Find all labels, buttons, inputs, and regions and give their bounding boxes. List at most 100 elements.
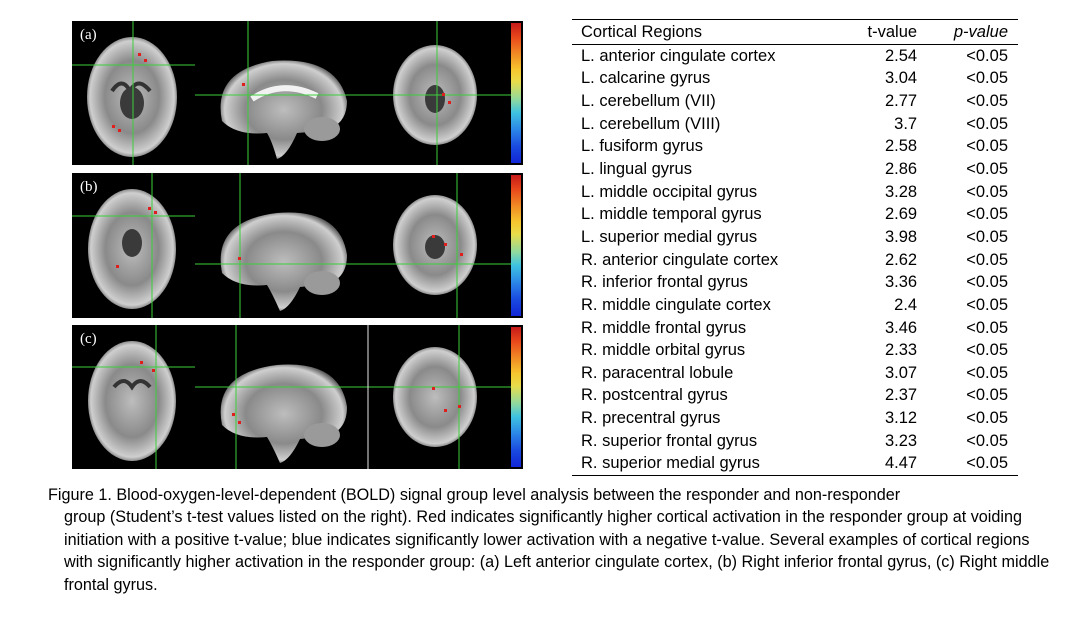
cell-p-value: <0.05 [966,205,1008,224]
cell-t-value: 3.98 [884,227,918,246]
cell-t-value: 3.12 [884,409,918,428]
cell-p-value: <0.05 [966,46,1008,65]
axial-slice [88,341,176,461]
sagittal-slice [220,212,347,311]
sagittal-slice [220,364,347,463]
cell-region: L. cerebellum (VII) [581,92,716,111]
cell-p-value: <0.05 [966,114,1008,133]
cell-p-value: <0.05 [966,295,1008,314]
cell-t-value: 3.36 [884,273,918,292]
caption-rest: group (Student’s t-test values listed on… [64,508,1050,594]
cell-t-value: 2.77 [884,92,918,111]
figure-panel-c: (c) [72,325,523,469]
cell-p-value: <0.05 [966,160,1008,179]
table-row: R. paracentral lobule 3.07 <0.05 [572,362,1018,385]
cell-t-value: 3.07 [884,363,918,382]
table-row: R. inferior frontal gyrus 3.36 <0.05 [572,271,1018,294]
cell-t-value: 2.33 [884,341,918,360]
cell-region: R. middle cingulate cortex [581,295,771,314]
header-t-value: t-value [846,19,934,45]
cell-region: L. calcarine gyrus [581,69,711,88]
cell-region: L. superior medial gyrus [581,227,758,246]
cell-p-value: <0.05 [966,386,1008,405]
header-cortical-regions: Cortical Regions [572,19,847,45]
cell-t-value: 2.62 [884,250,918,269]
cell-p-value: <0.05 [966,92,1008,111]
coronal-slice [393,347,477,447]
cell-region: R. superior medial gyrus [572,452,847,477]
cell-p-value: <0.05 [966,273,1008,292]
cell-p-value: <0.05 [966,69,1008,88]
table-row: R. middle frontal gyrus 3.46 <0.05 [572,317,1018,340]
cell-region: L. cerebellum (VIII) [581,114,721,133]
cell-p-value: <0.05 [966,363,1008,382]
table-row: R. precentral gyrus 3.12 <0.05 [572,407,1018,430]
cell-p-value: <0.05 [966,318,1008,337]
panel-label-b: (b) [80,179,98,195]
cell-t-value: 3.28 [884,182,918,201]
panel-label-a: (a) [80,27,97,43]
table-row: L. fusiform gyrus 2.58 <0.05 [572,136,1018,159]
cell-t-value: 4.47 [846,452,934,477]
figure-caption: Figure 1. Blood-oxygen-level-dependent (… [48,484,1058,596]
table-row: L. superior medial gyrus 3.98 <0.05 [572,226,1018,249]
colorbar-c [511,327,521,467]
cell-p-value: <0.05 [966,182,1008,201]
header-p-value: p-value [933,19,1018,45]
cell-p-value: <0.05 [966,409,1008,428]
table-row: L. cerebellum (VIII) 3.7 <0.05 [572,113,1018,136]
cell-t-value: 2.69 [884,205,918,224]
brain-slices-c [72,325,512,469]
cell-t-value: 2.37 [884,386,918,405]
cell-p-value: <0.05 [966,250,1008,269]
table-row: L. middle temporal gyrus 2.69 <0.05 [572,203,1018,226]
table-row: R. postcentral gyrus 2.37 <0.05 [572,385,1018,408]
header-p-value-text: p-value [953,22,1008,41]
cell-region: R. middle frontal gyrus [581,318,747,337]
cell-region: R. precentral gyrus [581,409,721,428]
sagittal-slice [220,60,347,159]
brain-slices-b [72,173,512,318]
cell-region: L. lingual gyrus [581,160,692,179]
colorbar-a [511,23,521,163]
cell-region: R. inferior frontal gyrus [581,273,748,292]
cell-t-value: 2.54 [884,46,918,65]
cell-t-value: 2.58 [884,137,918,156]
cell-region: L. middle occipital gyrus [581,182,758,201]
cell-region: R. superior frontal gyrus [581,431,758,450]
table-row: R. middle cingulate cortex 2.4 <0.05 [572,294,1018,317]
cell-p-value: <0.05 [966,431,1008,450]
table-row: L. calcarine gyrus 3.04 <0.05 [572,68,1018,91]
cell-t-value: 3.7 [894,114,918,133]
table-row: R. superior frontal gyrus 3.23 <0.05 [572,430,1018,453]
brain-slices-a [72,21,512,165]
cell-p-value: <0.05 [966,227,1008,246]
cell-region: L. fusiform gyrus [581,137,703,156]
colorbar-b [511,175,521,316]
cell-region: R. anterior cingulate cortex [581,250,779,269]
caption-first-line: Figure 1. Blood-oxygen-level-dependent (… [48,486,901,504]
table-row: L. anterior cingulate cortex 2.54 <0.05 [572,45,1018,68]
table-row: R. anterior cingulate cortex 2.62 <0.05 [572,249,1018,272]
cell-t-value: 2.4 [894,295,918,314]
cell-t-value: 3.04 [884,69,918,88]
cell-region: L. anterior cingulate cortex [581,46,776,65]
table-row: L. cerebellum (VII) 2.77 <0.05 [572,90,1018,113]
table-row: L. lingual gyrus 2.86 <0.05 [572,158,1018,181]
cell-t-value: 3.23 [884,431,918,450]
cell-t-value: 2.86 [884,160,918,179]
cell-p-value: <0.05 [966,137,1008,156]
cortical-regions-table: Cortical Regions t-value p-value L. ante… [572,19,1018,477]
cell-region: L. middle temporal gyrus [581,205,762,224]
panel-label-c: (c) [80,331,97,347]
table-row: L. middle occipital gyrus 3.28 <0.05 [572,181,1018,204]
cell-region: R. paracentral lobule [581,363,734,382]
figure-panel-a: (a) [72,21,523,165]
cell-t-value: 3.46 [884,318,918,337]
table-header-row: Cortical Regions t-value p-value [572,19,1018,45]
cell-p-value: <0.05 [933,452,1018,477]
figure-panel-b: (b) [72,173,523,318]
cell-region: R. postcentral gyrus [581,386,728,405]
